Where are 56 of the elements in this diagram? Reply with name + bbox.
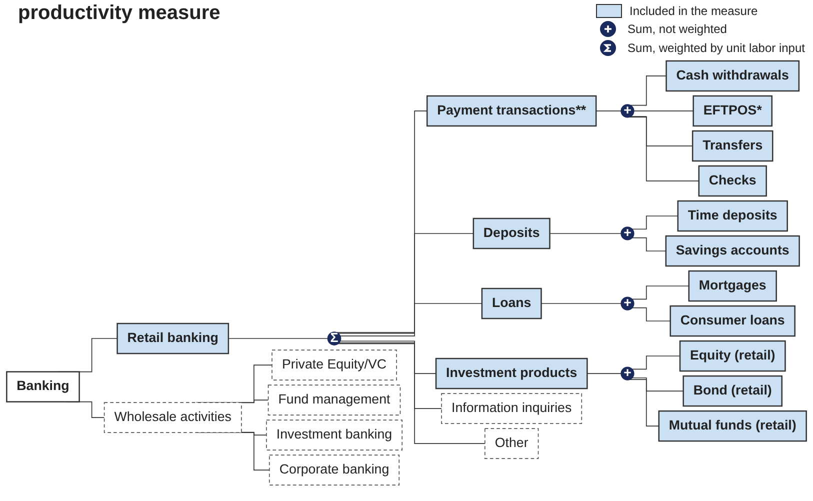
connector: [628, 116, 700, 182]
node-circle: +: [620, 104, 634, 118]
connector: [340, 340, 436, 374]
connector: [228, 338, 328, 339]
connector: [630, 76, 667, 106]
node-box: Banking: [6, 371, 80, 402]
node-box: Transfers: [692, 130, 774, 162]
connector: [338, 233, 474, 334]
node-box: Bond (retail): [682, 375, 782, 407]
node-box: Savings accounts: [665, 235, 800, 267]
node-box: Information inquiries: [441, 393, 582, 424]
connector: [633, 110, 694, 112]
node-box: Loans: [481, 288, 542, 320]
diagram-title: productivity measure: [18, 2, 220, 25]
node-circle: +: [620, 296, 634, 310]
node-box: Private Equity/VC: [272, 350, 397, 380]
connector: [338, 343, 486, 444]
node-circle: +: [620, 366, 634, 380]
node-circle: +: [620, 226, 634, 240]
node-box: Fund management: [268, 384, 401, 416]
node-box: EFTPOS*: [692, 95, 772, 127]
legend-label: Included in the measure: [630, 4, 758, 18]
node-box: Investment banking: [266, 420, 402, 450]
connector: [630, 116, 693, 146]
node-box: Cash withdrawals: [666, 60, 800, 92]
connector: [632, 216, 678, 230]
connector: [340, 303, 482, 336]
node-box: Payment transactions**: [426, 95, 597, 127]
connector: [629, 379, 660, 426]
node-box: Retail banking: [116, 322, 230, 354]
connector: [632, 377, 684, 392]
node-box: Time deposits: [677, 200, 788, 232]
legend-label: Sum, weighted by unit labor input: [628, 41, 805, 55]
connector: [632, 356, 680, 370]
connector: [549, 233, 622, 234]
node-box: Equity (retail): [679, 340, 786, 372]
connector: [586, 373, 622, 374]
connector: [632, 307, 671, 322]
node-box: Consumer loans: [670, 305, 796, 337]
legend-label: Sum, not weighted: [628, 22, 727, 36]
node-box: Mortgages: [688, 270, 777, 302]
node-box: Wholesale activities: [104, 402, 242, 433]
connector: [540, 303, 622, 304]
node-box: Corporate banking: [268, 454, 400, 486]
connector: [632, 286, 690, 300]
node-box: Investment products: [435, 358, 588, 390]
node-box: Other: [484, 428, 539, 459]
connector: [241, 400, 269, 404]
connector: [336, 110, 428, 333]
node-box: Checks: [698, 165, 767, 197]
node-box: Deposits: [472, 218, 550, 250]
connector: [632, 237, 666, 252]
node-box: Mutual funds (retail): [658, 410, 807, 442]
connector: [338, 342, 442, 409]
node-circle: Σ: [327, 332, 342, 346]
connector: [596, 110, 622, 112]
